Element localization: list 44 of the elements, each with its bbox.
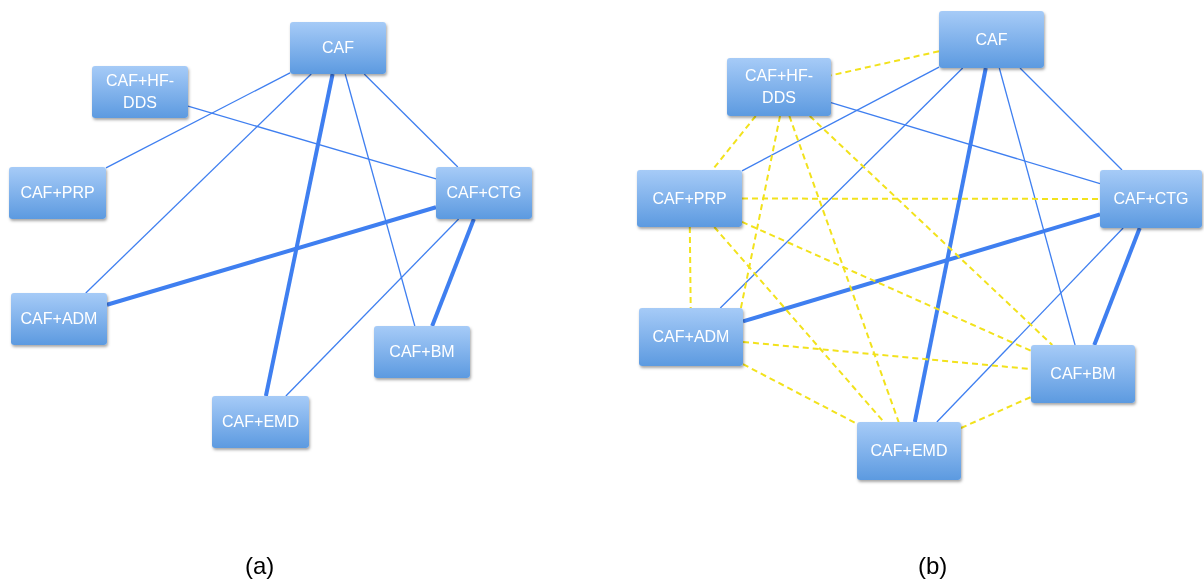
node-box: CAF: [290, 22, 386, 74]
connector-line: [742, 363, 858, 425]
node-box: CAF+BM: [1031, 345, 1135, 403]
connector-line: [742, 212, 1101, 324]
connector-line: [936, 227, 1124, 423]
connector-line: [1092, 227, 1142, 346]
connector-line: [739, 115, 782, 309]
connector-line: [741, 220, 1032, 352]
node-box: CAF+ADM: [11, 293, 107, 345]
connector-line: [741, 197, 1101, 200]
node-box: CAF+BM: [374, 326, 470, 378]
connector-line: [998, 67, 1076, 346]
connector-line: [430, 218, 476, 327]
connector-line: [741, 66, 940, 172]
connector-line: [106, 205, 437, 307]
node-box: CAF: [939, 11, 1044, 68]
connector-line: [285, 218, 460, 397]
node-box: CAF+HF-DDS: [92, 66, 188, 118]
node-box: CAF+CTG: [1100, 170, 1202, 228]
node-box: CAF+EMD: [212, 396, 309, 448]
connector-line: [711, 115, 757, 171]
connector-line: [830, 102, 1101, 185]
node-box: CAF+PRP: [637, 170, 742, 227]
connector-line: [688, 226, 692, 309]
connector-line: [960, 396, 1032, 429]
connector-line: [713, 226, 885, 423]
connector-line: [363, 73, 459, 168]
panel-label: (a): [245, 551, 275, 580]
connector-line: [912, 67, 988, 423]
connector-line: [1019, 67, 1123, 171]
node-box: CAF+ADM: [639, 308, 743, 366]
connector-line: [788, 115, 900, 423]
panel-label: (b): [918, 551, 948, 580]
connector-line: [808, 115, 1054, 346]
node-box: CAF+EMD: [857, 422, 961, 480]
connector-line: [105, 72, 291, 169]
connector-line: [344, 73, 416, 327]
node-box: CAF+PRP: [9, 167, 106, 219]
connector-line: [85, 73, 312, 294]
connector-line: [263, 73, 335, 397]
node-box: CAF+HF-DDS: [727, 58, 831, 116]
connector-line: [187, 105, 437, 180]
connector-line: [719, 67, 964, 309]
node-box: CAF+CTG: [436, 167, 532, 219]
